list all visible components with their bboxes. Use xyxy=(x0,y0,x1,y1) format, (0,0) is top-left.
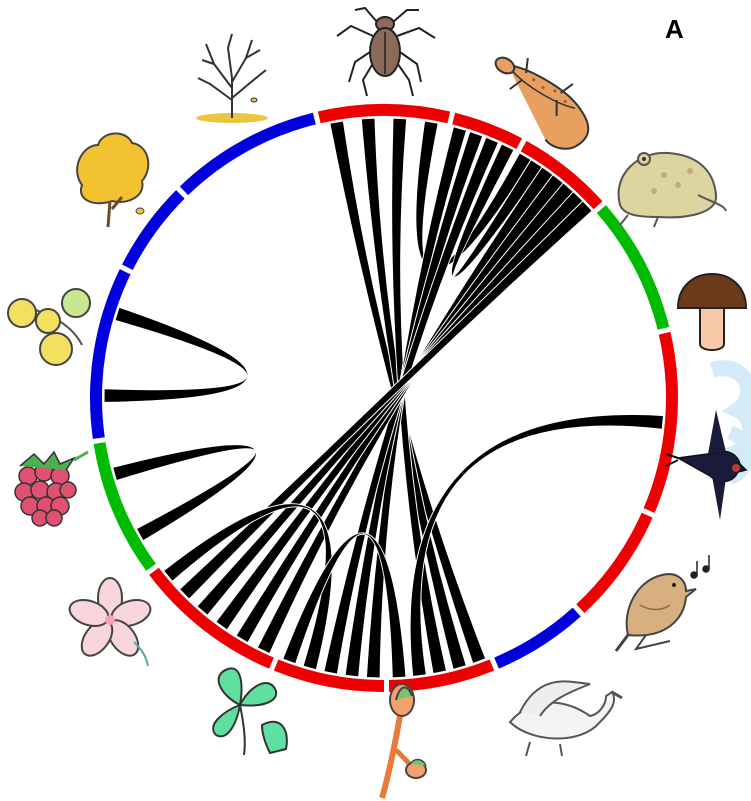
ring-segment xyxy=(319,110,449,117)
ribbon-layer xyxy=(104,118,663,678)
mushroom-icon xyxy=(678,274,746,350)
aspen-leaves-icon xyxy=(8,289,90,365)
bare-tree-icon xyxy=(196,34,268,123)
raspberry-icon xyxy=(15,452,88,526)
chord-ribbon xyxy=(104,307,248,402)
music-notes-icon xyxy=(691,555,709,578)
pink-flower-icon xyxy=(66,578,153,666)
swan-icon xyxy=(510,681,622,756)
ring-segment xyxy=(184,119,314,191)
singing-bird-icon xyxy=(616,555,709,651)
ring-segment xyxy=(96,272,125,438)
panel-label: A xyxy=(665,14,684,44)
wood-sorrel-icon xyxy=(213,668,287,755)
tree-bud-icon xyxy=(382,684,426,798)
beetle-icon xyxy=(337,8,435,96)
yellow-tree-icon xyxy=(77,133,148,227)
ring-segment xyxy=(127,194,180,267)
ring-segment xyxy=(497,612,577,663)
toad-icon xyxy=(619,153,726,227)
